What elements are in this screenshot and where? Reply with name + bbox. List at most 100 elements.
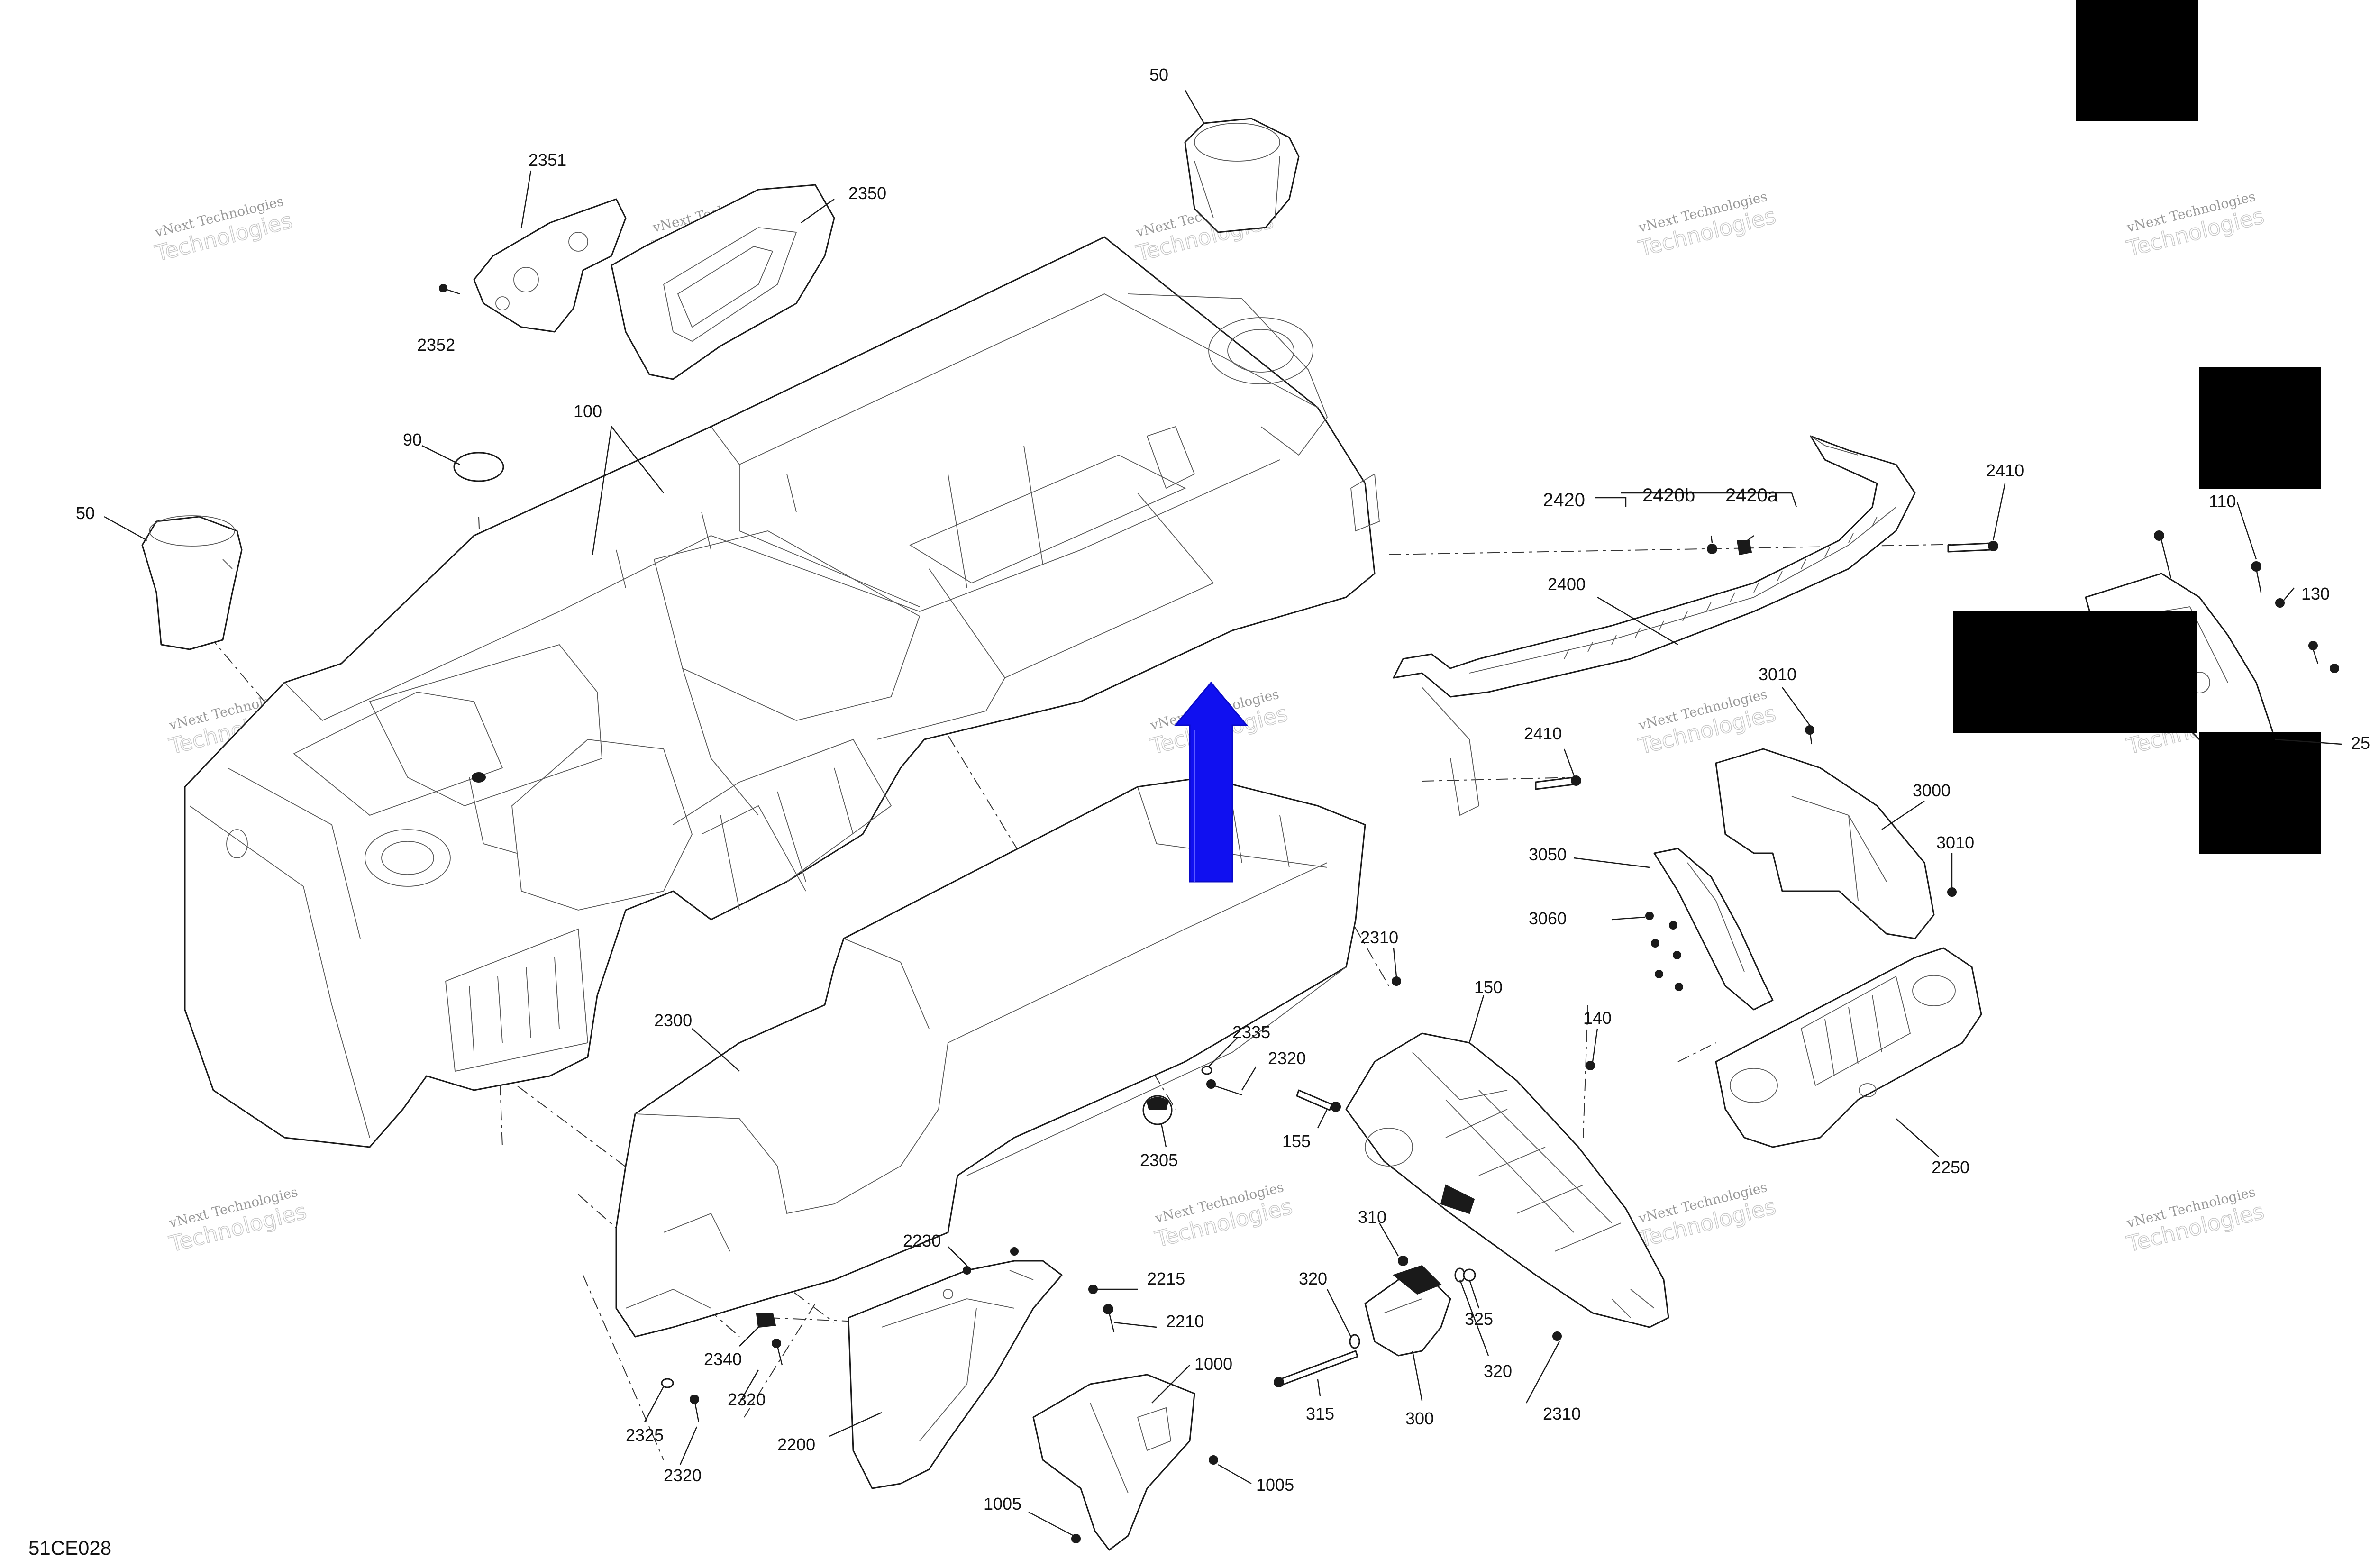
- callout-90: 90: [403, 430, 422, 449]
- gauge-bracket: [473, 198, 627, 333]
- washer-320-left: [1349, 1334, 1360, 1349]
- callout-3010-top: 3010: [1759, 665, 1796, 684]
- callout-labels: 50 2351 2350 2352 100 90 50 2420 2420b 2…: [76, 65, 2370, 1513]
- callout-3010-right: 3010: [1936, 833, 1974, 852]
- watermark: vNext Technologies Technologies: [1635, 1179, 1778, 1252]
- clip-1005-left: [1071, 1534, 1081, 1543]
- callout-130: 130: [2301, 584, 2330, 603]
- callout-2300: 2300: [654, 1011, 692, 1030]
- clip-1005-right: [1209, 1455, 1218, 1465]
- callout-140: 140: [1583, 1008, 1612, 1028]
- callout-1005-left: 1005: [984, 1494, 1021, 1513]
- callout-2420b: 2420b: [1642, 485, 1695, 506]
- leader-lines: [104, 90, 2342, 1537]
- watermark: vNext Technologies Technologies: [1635, 686, 1778, 759]
- callout-300: 300: [1405, 1409, 1434, 1428]
- dashboard-main-body: [184, 236, 1380, 1148]
- callout-310: 310: [1358, 1207, 1386, 1227]
- callout-100: 100: [574, 401, 602, 421]
- callout-2351: 2351: [529, 150, 566, 170]
- redaction-block: [2199, 367, 2321, 489]
- screw-2320-b: [690, 1395, 700, 1422]
- callout-3050: 3050: [1529, 845, 1567, 864]
- screw-140: [1586, 1061, 1595, 1070]
- vent-assembly: [1715, 947, 1982, 1148]
- callout-2340: 2340: [704, 1349, 742, 1369]
- screw-110-b: [2251, 561, 2262, 593]
- nut-130-a: [2275, 598, 2285, 608]
- bolt-2410-mid: [1535, 775, 1581, 790]
- clips-3060: [1645, 912, 1683, 991]
- callout-2420a: 2420a: [1725, 485, 1778, 506]
- callout-50-top: 50: [1149, 65, 1168, 84]
- cup-holder-top: [1184, 118, 1300, 233]
- screw-110-a: [2154, 530, 2172, 579]
- side-cover-3000: [1715, 748, 1935, 939]
- screw-2310-top: [1392, 976, 1401, 986]
- callout-320-left: 320: [1299, 1269, 1327, 1288]
- callout-3060: 3060: [1529, 909, 1567, 928]
- diagram-code: 51CE028: [28, 1537, 111, 1559]
- nut-325: [1463, 1268, 1476, 1282]
- latch-300: [1364, 1265, 1451, 1357]
- redaction-block: [1953, 611, 2197, 733]
- callout-2410-top: 2410: [1986, 461, 2024, 480]
- washer-2325: [661, 1378, 674, 1388]
- reinforcement-bar: [1393, 435, 1916, 816]
- redaction-blocks: [1953, 0, 2321, 854]
- callout-2352: 2352: [417, 335, 455, 355]
- callout-110: 110: [2209, 492, 2236, 511]
- plug-cap: [453, 452, 504, 482]
- bolt-315: [1274, 1350, 1358, 1387]
- callout-2325: 2325: [626, 1425, 664, 1445]
- callout-325: 325: [1465, 1309, 1493, 1329]
- redaction-block: [2076, 0, 2198, 121]
- watermark: vNext Technologies Technologies: [2124, 188, 2267, 262]
- screw-2310-bottom: [1552, 1331, 1562, 1341]
- callout-1000: 1000: [1194, 1354, 1232, 1374]
- callout-2320-b: 2320: [664, 1466, 702, 1485]
- callout-2320-a: 2320: [728, 1390, 766, 1409]
- callout-2250: 2250: [1932, 1158, 1969, 1177]
- screw-2210: [1103, 1304, 1115, 1332]
- callout-1005-right: 1005: [1256, 1475, 1294, 1495]
- callout-2420: 2420: [1543, 490, 1585, 511]
- callout-150: 150: [1474, 977, 1503, 997]
- nut-2420b: [1707, 544, 1717, 554]
- watermark: vNext Technologies Technologies: [1635, 188, 1778, 262]
- callout-2310-bottom: 2310: [1543, 1404, 1581, 1423]
- screw-2352: [439, 284, 460, 295]
- callout-315: 315: [1306, 1404, 1334, 1423]
- instrument-cluster: [611, 184, 835, 380]
- knob-2305: [1142, 1095, 1173, 1125]
- screw-3010-right: [1947, 887, 1957, 897]
- callout-2230: 2230: [903, 1231, 941, 1250]
- bolt-2410-top: [1947, 541, 1998, 553]
- center-bracket: [1345, 1032, 1669, 1328]
- callout-2305: 2305: [1140, 1150, 1178, 1170]
- assembly-direction-arrow: [1174, 681, 1249, 883]
- small-tray-1000: [1032, 1374, 1195, 1551]
- screw-310: [1398, 1256, 1408, 1266]
- callout-2320-mid: 2320: [1268, 1048, 1306, 1068]
- clip-2230: [963, 1247, 1019, 1275]
- callout-2215: 2215: [1147, 1269, 1185, 1288]
- callout-250: 250: [2351, 733, 2370, 753]
- callout-2200: 2200: [777, 1435, 815, 1454]
- glove-box-tray: [615, 776, 1366, 1338]
- watermark: vNext Technologies Technologies: [2124, 1184, 2267, 1257]
- callout-2400: 2400: [1548, 574, 1586, 594]
- callout-320-right: 320: [1484, 1361, 1512, 1381]
- watermark: vNext Technologies Technologies: [1152, 1179, 1295, 1252]
- callout-50-left: 50: [76, 503, 95, 523]
- cup-holder-left: [141, 515, 243, 650]
- nut-2420a: [1736, 540, 1752, 556]
- washer-2335: [1201, 1066, 1212, 1075]
- bolt-155: [1296, 1089, 1341, 1112]
- callout-2335: 2335: [1232, 1022, 1270, 1042]
- watermark: vNext Technologies Technologies: [166, 1184, 309, 1257]
- callout-2310-top: 2310: [1360, 928, 1398, 947]
- callout-3000: 3000: [1913, 781, 1951, 800]
- clip-2340: [756, 1312, 776, 1328]
